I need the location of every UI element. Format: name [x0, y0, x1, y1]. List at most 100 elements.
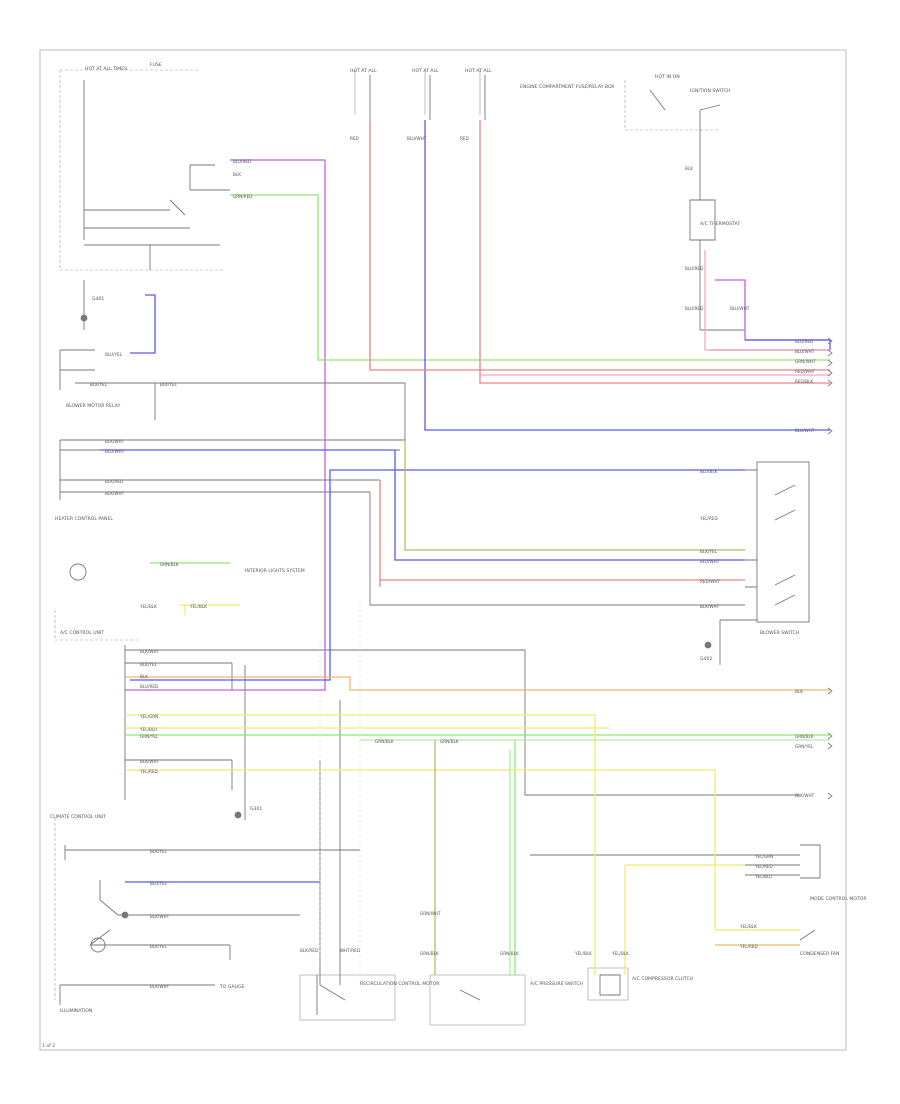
wire-label: BLU/WHT — [105, 449, 125, 454]
wire-label: YEL/GRN — [139, 714, 158, 719]
wire-label: BLK/WHT — [105, 439, 125, 444]
wire-label: BLU/RED — [795, 339, 813, 344]
wire-label: BLK/YEL — [150, 944, 168, 949]
wire-label: RED — [460, 136, 469, 141]
wire-label: GRN/YEL — [795, 744, 814, 749]
yellow-wires — [125, 604, 800, 975]
wire-label: BLU/WHT — [407, 136, 427, 141]
wire-label: YEL/BLU — [139, 727, 157, 732]
wire-label: YEL/RED — [699, 516, 718, 521]
label-pressure-switch: A/C PRESSURE SWITCH — [530, 981, 583, 987]
wire-label: BLU/RED — [685, 306, 703, 311]
wire-label: BLU/RED — [140, 684, 158, 689]
label-ground-g1: G401 — [92, 296, 104, 302]
label-ignition-top: HOT IN ON — [655, 74, 680, 80]
label-thermo-switch: A/C THERMOSTAT — [700, 221, 740, 227]
wire-label: BLU/BLK — [700, 469, 718, 474]
label-blower-motor-relay: BLOWER MOTOR RELAY — [66, 403, 120, 409]
page-number: 1 of 2 — [42, 1043, 55, 1049]
wire-label: BLU/YEL — [150, 881, 168, 886]
wire-label: YEL/BLK — [139, 604, 157, 609]
wire-label: GRN/BLK — [500, 951, 519, 956]
wire-label: GRN/BLK — [440, 739, 459, 744]
wire-label: YEL/BLK — [574, 951, 592, 956]
wire-label: BLK/YEL — [90, 382, 108, 387]
wire-label: RED/WHT — [795, 369, 815, 374]
wire-label: YEL/BLU — [754, 874, 772, 879]
wire-label: YEL/RED — [739, 944, 758, 949]
wire-label: BLK — [685, 166, 693, 171]
label-illum: ILLUMINATION — [60, 1008, 92, 1014]
wire-label: BLK/WHT — [795, 793, 815, 798]
wire-label: BLK/YEL — [700, 549, 718, 554]
wire-label: BLU/RED — [233, 159, 251, 164]
pink-wires — [480, 250, 830, 376]
blue-wires — [100, 120, 831, 883]
wire-label: BLK/WHT — [105, 491, 125, 496]
label-fuse-top-left: HOT AT ALL TIMES — [85, 66, 127, 72]
label-interior-lights: INTERIOR LIGHTS SYSTEM — [245, 568, 305, 574]
wire-label: YEL/RED — [139, 769, 158, 774]
label-fuse-top-right1: HOT AT ALL — [350, 68, 377, 74]
label-fuse-top-right2: HOT AT ALL — [412, 68, 439, 74]
wire-label: BLK — [140, 674, 148, 679]
label-blower-switch: BLOWER SWITCH — [760, 630, 799, 636]
wire-label: RED/BLK — [795, 379, 813, 384]
wire-label: GRN/WHT — [795, 359, 816, 364]
label-ignition-switch: IGNITION SWITCH — [690, 88, 730, 94]
blower-motor-symbol — [69, 563, 87, 581]
wire-label: YEL/BLK — [189, 604, 207, 609]
wire-label: BLK/WHT — [140, 759, 160, 764]
wire-label: BLK/RED — [105, 479, 123, 484]
wire-label: BLU/WHT — [730, 306, 750, 311]
wire-label: YEL/RED — [754, 864, 773, 869]
label-ground-g2: G402 — [700, 656, 712, 662]
label-relay-box: ENGINE COMPARTMENT FUSE/RELAY BOX — [520, 84, 614, 90]
dotted-guides — [319, 600, 361, 980]
wire-label: BLK/YEL — [150, 849, 168, 854]
page-border — [39, 49, 847, 1051]
wire-label: GRN/BLK — [795, 734, 814, 739]
violet-wires — [125, 159, 830, 691]
wire-label: BLK/WHT — [700, 604, 720, 609]
wire-label: BLK — [795, 689, 803, 694]
wire-label: YEL/BLK — [739, 924, 757, 929]
label-fuse-top-left-sub: FUSE — [150, 62, 162, 68]
olive-wires — [404, 440, 745, 975]
wire-label: BLK/WHT — [150, 984, 170, 989]
wire-label: GRN/YEL — [140, 734, 159, 739]
wire-label: BLK/WHT — [140, 649, 160, 654]
label-recirc-motor: RECIRCULATION CONTROL MOTOR — [360, 981, 440, 987]
wire-label: BLU/WHT — [795, 428, 815, 433]
label-climate-unit: CLIMATE CONTROL UNIT — [50, 814, 106, 820]
wire-label: BLU/WHT — [795, 349, 815, 354]
wire-label: BLK/YEL — [160, 382, 178, 387]
wire-label: RED — [350, 136, 359, 141]
label-ac-module: A/C CONTROL UNIT — [60, 630, 104, 636]
wire-label: GRN/WHT — [420, 911, 441, 916]
label-condenser-fan: CONDENSER FAN — [800, 951, 839, 957]
wire-label: GRN/RED — [233, 194, 252, 199]
label-compressor-clutch: A/C COMPRESSOR CLUTCH — [632, 976, 693, 982]
wire-label: GRN/BLK — [375, 739, 394, 744]
wire-label: YEL/GRN — [754, 854, 773, 859]
lightgreen-wires — [360, 739, 830, 975]
wire-label: BLK — [233, 172, 241, 177]
wire-label: BLK/WHT — [150, 914, 170, 919]
wire-label: BLU/WHT — [700, 559, 720, 564]
green-wires — [125, 194, 830, 975]
wire-label: BLK/YEL — [140, 662, 158, 667]
wire-label: BLU/YEL — [105, 352, 123, 357]
sensor-symbol — [90, 937, 106, 953]
label-fuse-top-right3: HOT AT ALL — [465, 68, 492, 74]
wire-label: WHT/RED — [340, 948, 360, 953]
right-connectors — [827, 337, 833, 800]
orange-wires — [125, 676, 830, 946]
wire-label: GRN/BLK — [160, 562, 179, 567]
label-ground-g3: G301 — [250, 806, 262, 812]
ground-symbols — [80, 314, 712, 919]
red-wires — [369, 120, 830, 581]
wire-label: BLU/RED — [685, 266, 703, 271]
